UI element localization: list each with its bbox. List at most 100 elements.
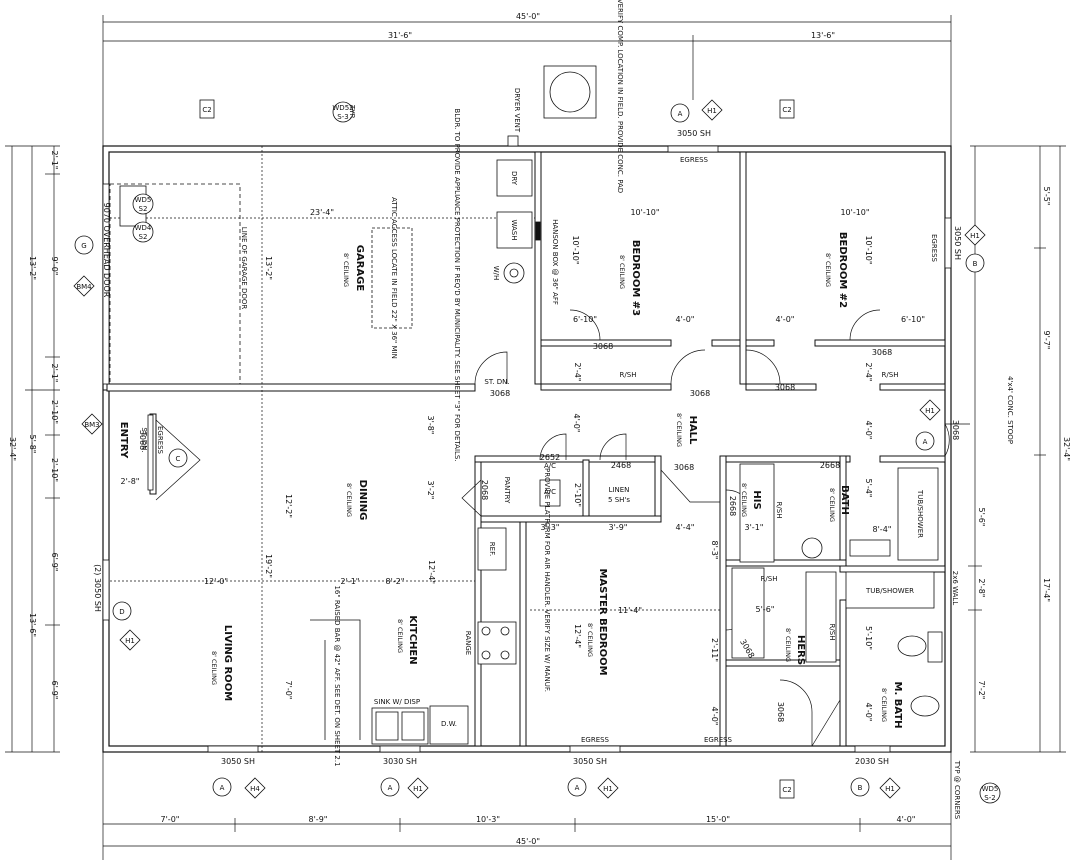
door-d5: 3068 bbox=[872, 348, 892, 357]
marker-tags bbox=[73, 99, 1001, 804]
tag-c2-b: C2 bbox=[782, 106, 791, 114]
tag-h1-bot4: H1 bbox=[885, 785, 895, 793]
room-dining: DINING bbox=[357, 480, 368, 521]
tag-a-bot1: A bbox=[220, 784, 225, 792]
tag-wd5b: WD5 bbox=[982, 785, 999, 793]
window-top: 3050 SH bbox=[677, 129, 711, 138]
egress-top: EGRESS bbox=[680, 156, 709, 164]
dim-right-upper: 5'-5" bbox=[1042, 187, 1051, 206]
dim-dining-d: 12'-2" bbox=[284, 494, 293, 518]
tag-c-entry: C bbox=[176, 455, 181, 463]
dim-left-h: 6'-9" bbox=[50, 681, 59, 700]
door-d8: 2668 bbox=[820, 461, 840, 470]
dim-bottom-e: 4'-0" bbox=[897, 815, 916, 824]
egress-bottom: EGRESS bbox=[581, 736, 610, 744]
dim-lin-a: 3'-3" bbox=[541, 523, 560, 532]
dim-garage-w: 23'-4" bbox=[310, 208, 334, 217]
dim-entry-w: 2'-8" bbox=[121, 477, 140, 486]
dryer-vent-label: DRYER VENT bbox=[513, 88, 521, 133]
dim-mb-w: 8'-4" bbox=[873, 525, 892, 534]
dim-right-a: 5'-6" bbox=[977, 508, 986, 527]
door-d14: 3068 bbox=[776, 702, 785, 722]
window-bot1: 3050 SH bbox=[221, 757, 255, 766]
dim-bed2-w: 10'-10" bbox=[840, 208, 869, 217]
room-living: LIVING ROOM bbox=[222, 625, 233, 701]
entry-egress: EGRESS bbox=[156, 426, 164, 455]
dim-mast-a: 4'-0" bbox=[710, 707, 719, 726]
tub-label: TUB/SHOWER bbox=[916, 489, 924, 538]
tag-c2-c: C2 bbox=[782, 786, 791, 794]
room-hers: HERS bbox=[795, 635, 806, 665]
tag-s2b: S2 bbox=[139, 233, 148, 241]
bar-note: 16" RAISED BAR @ 42" AFF. SEE DET. ON SH… bbox=[333, 585, 341, 766]
room-mbath-ceiling: 8' CEILING bbox=[880, 688, 888, 722]
garage-line-note: LINE OF GARAGE DOOR bbox=[240, 227, 248, 310]
door-swings bbox=[155, 309, 970, 747]
dim-his-d: 8'-3" bbox=[710, 541, 719, 560]
dry-label: DRY bbox=[510, 171, 518, 186]
tag-h1-bot3: H1 bbox=[603, 785, 613, 793]
dim-hall-a: 3'-8" bbox=[426, 416, 435, 435]
tag-h1-right2: H1 bbox=[925, 407, 935, 415]
range-label: RANGE bbox=[464, 631, 472, 655]
dim-rsh-a: 2'-4" bbox=[573, 363, 582, 382]
dim-top-right: 13'-6" bbox=[811, 31, 835, 40]
dim-hall-c: 3'-2" bbox=[426, 481, 435, 500]
dim-hall-d: 4'-0" bbox=[864, 421, 873, 440]
room-garage: GARAGE bbox=[354, 245, 365, 292]
tag-s3: S-3 bbox=[337, 113, 348, 121]
tag-bm3: BM3 bbox=[84, 421, 99, 429]
windows bbox=[102, 145, 952, 753]
dim-mb-e: 5'-4" bbox=[864, 479, 873, 498]
dim-bottom-c: 10'-3" bbox=[476, 815, 500, 824]
room-mbath: M. BATH bbox=[892, 681, 903, 728]
room-his-ceiling: 8' CEILING bbox=[740, 483, 748, 517]
dim-rsh-b: 2'-4" bbox=[864, 363, 873, 382]
tag-h4-bot: H4 bbox=[250, 785, 260, 793]
dim-his-w: 3'-1" bbox=[745, 523, 764, 532]
room-kitchen: KITCHEN bbox=[407, 615, 418, 664]
window-bot2: 3030 SH bbox=[383, 757, 417, 766]
room-entry: ENTRY bbox=[118, 422, 129, 459]
rsh-his: R/SH bbox=[775, 502, 783, 519]
tag-h1-right: H1 bbox=[970, 232, 980, 240]
egress-bottom2: EGRESS bbox=[704, 736, 733, 744]
dim-mb-d: 5'-10" bbox=[864, 626, 873, 650]
dim-living-d: 19'-2" bbox=[264, 554, 273, 578]
door-d3: 3068 bbox=[690, 389, 710, 398]
comp-note: VERIFY COMP. LOCATION IN FIELD. PROVIDE … bbox=[616, 0, 624, 193]
linen-label: LINEN bbox=[609, 486, 630, 494]
tag-s2c: S-2 bbox=[984, 794, 995, 802]
dim-ac: 2'-10" bbox=[573, 483, 582, 507]
room-master: MASTER BEDROOM bbox=[597, 568, 608, 675]
dim-bed3-closet2: 4'-0" bbox=[676, 315, 695, 324]
rsh-hers: R/SH bbox=[761, 575, 778, 583]
dim-right-mid: 9'-7" bbox=[1042, 331, 1051, 350]
door-d9: 2668 bbox=[728, 496, 737, 516]
tag-wd5: WD5 bbox=[135, 196, 152, 204]
tag-a-right: A bbox=[923, 438, 928, 446]
dim-left-e: 5'-8" bbox=[28, 435, 37, 454]
dim-left-overall: 32'-4" bbox=[8, 437, 17, 461]
dim-living-w: 12'-0" bbox=[204, 577, 228, 586]
door-d12: 2652 bbox=[540, 453, 560, 462]
room-living-ceiling: 8' CEILING bbox=[210, 651, 218, 685]
tag-wd52: WD52 bbox=[332, 104, 353, 112]
tag-bm4: BM4 bbox=[76, 283, 92, 291]
tag-g-left: G bbox=[81, 242, 86, 250]
linen-sub: 5 SH's bbox=[608, 496, 630, 504]
dim-bed3-d: 10'-10" bbox=[571, 235, 580, 264]
platform-note: PROVIDE PLATFORM FOR AIR HANDLER. VERIFY… bbox=[543, 468, 551, 692]
dim-left-c: 2'-1" bbox=[50, 364, 59, 383]
dim-left-a: 2'-1" bbox=[50, 151, 59, 170]
door-d15: 3068 bbox=[138, 430, 147, 450]
room-dining-ceiling: 8' CEILING bbox=[345, 483, 353, 517]
dim-mast-b: 7'-0" bbox=[284, 681, 293, 700]
dim-top-overall: 45'-0" bbox=[516, 12, 540, 21]
ac-dim-label: A/C bbox=[544, 462, 556, 470]
dim-bed2-closet: 4'-0" bbox=[776, 315, 795, 324]
door-d2: 3068 bbox=[593, 342, 613, 351]
dimension-text: 45'-0" 31'-6" 13'-6" 45'-0" 7'-0" 8'-9" … bbox=[8, 12, 1071, 846]
dim-hers-d: 2'-11" bbox=[710, 638, 719, 662]
